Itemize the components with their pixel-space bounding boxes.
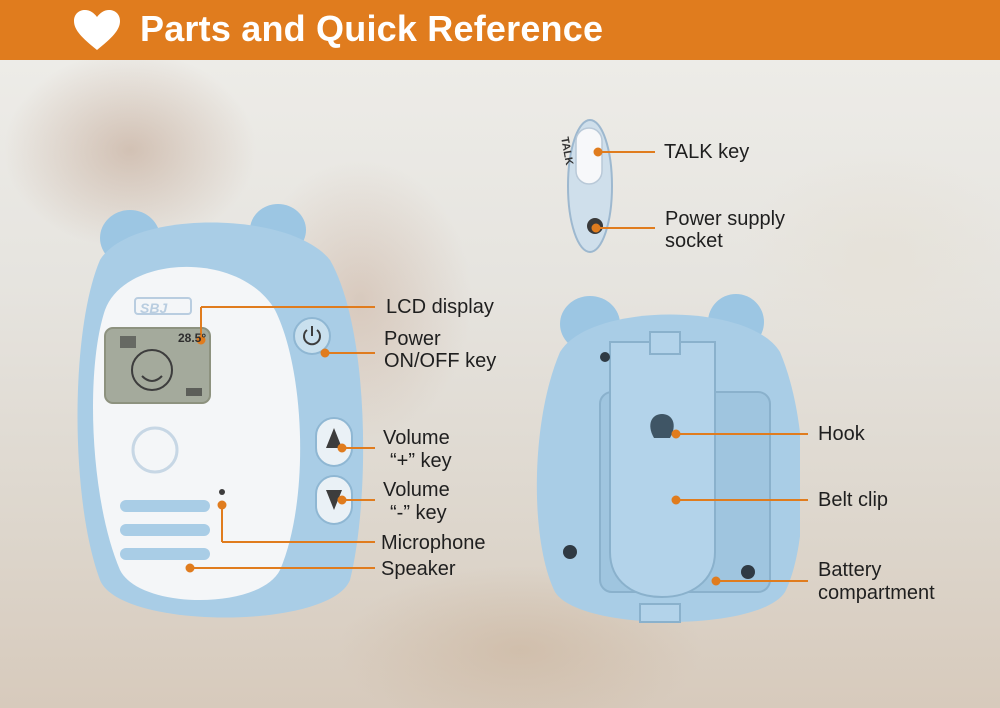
label-talk-key: TALK key xyxy=(664,141,750,163)
label-power-line1: Power xyxy=(384,328,441,350)
label-power-supply-line1: Power supply xyxy=(665,208,786,230)
page-title: Parts and Quick Reference xyxy=(140,8,604,49)
monitor-front-illustration xyxy=(77,204,364,618)
header-bar: Parts and Quick Reference xyxy=(0,0,1000,60)
label-belt-clip: Belt clip xyxy=(818,489,889,511)
label-volume-down-line1: Volume xyxy=(383,479,450,501)
label-speaker: Speaker xyxy=(381,558,456,580)
label-lcd-display: LCD display xyxy=(386,296,494,318)
label-microphone: Microphone xyxy=(381,532,486,554)
label-battery-line1: Battery xyxy=(818,559,882,581)
lcd-temperature: 28.5° xyxy=(178,331,207,345)
label-battery-line2: compartment xyxy=(818,582,935,604)
heart-icon xyxy=(74,10,120,50)
monitor-back-illustration xyxy=(536,294,800,623)
brand-logo: SBJ xyxy=(140,300,168,316)
label-volume-down-line2: “-” key xyxy=(390,502,447,524)
label-power-line2: ON/OFF key xyxy=(384,350,497,372)
label-volume-up-line2: “+” key xyxy=(390,450,452,472)
label-volume-up-line1: Volume xyxy=(383,427,450,449)
label-power-supply-line2: socket xyxy=(665,230,723,252)
label-hook: Hook xyxy=(818,423,865,445)
